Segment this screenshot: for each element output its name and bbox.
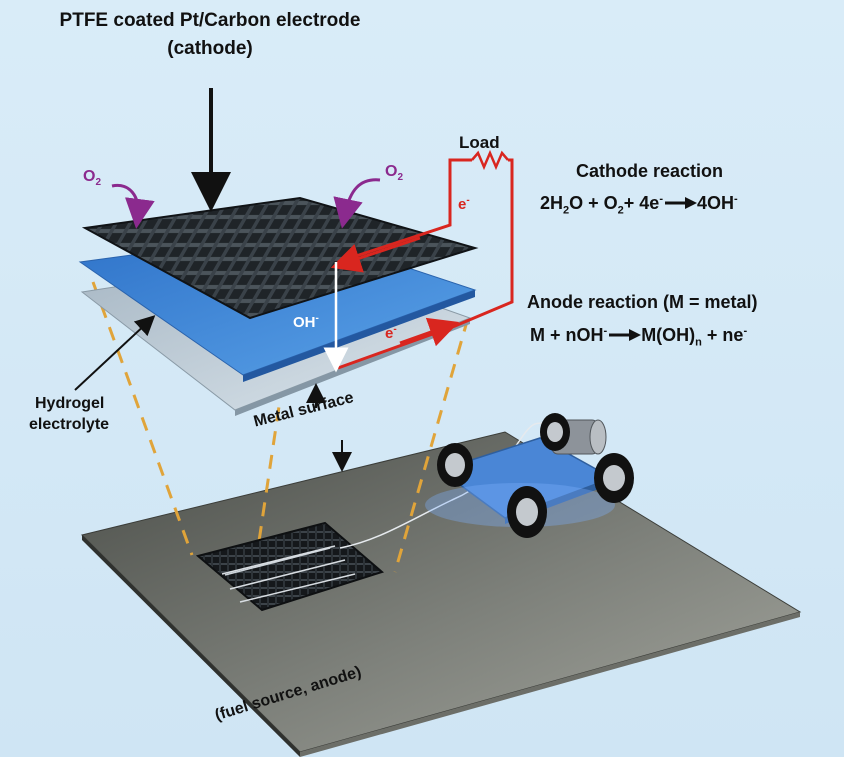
hydrogel-label-line-1: Hydrogel (35, 395, 105, 412)
metal-base-plate (81, 431, 802, 753)
cathode-reaction-arrow (663, 193, 697, 214)
anode-reaction-title: Anode reaction (M = metal) (527, 292, 758, 312)
car-wheel-front-right (594, 453, 634, 503)
o2-left-arrow (111, 183, 155, 229)
electron-top-label: e- (458, 195, 470, 213)
load-resistor (471, 149, 509, 171)
hydrogel-layer-edge (243, 290, 475, 382)
hydrogel-pointer (74, 315, 156, 391)
anode-reaction-arrow (607, 325, 642, 346)
o2-left-label: O2 (83, 168, 102, 189)
hydroxide-label: OH- (293, 313, 319, 331)
car-wheel-rear-left (437, 443, 473, 487)
projection-lines (91, 264, 470, 573)
car-wheel-rear-right (540, 413, 570, 451)
electron-bottom-label: e- (385, 324, 397, 342)
circuit-wire-return (337, 158, 514, 370)
o2-right-arrow (333, 178, 381, 229)
electron-arrow-top (330, 236, 421, 273)
metal-base-plate-edge-right (300, 612, 800, 757)
cathode-reaction-equation: 2H2O + O2+ 4e-4OH- (540, 193, 738, 217)
o2-right-label: O2 (385, 163, 404, 184)
anode-reaction-equation: M + nOH-M(OH)n + ne- (530, 325, 748, 349)
electron-arrow-bottom (399, 317, 460, 347)
load-label: Load (459, 133, 500, 152)
hydrogel-label-line-2: electrolyte (29, 416, 110, 433)
circuit-wire (337, 158, 472, 264)
title-line-2: (cathode) (167, 38, 253, 59)
mini-cell (195, 521, 385, 612)
car-wheel-front-left (507, 486, 547, 538)
metal-base-plate-edge (82, 535, 300, 757)
cathode-reaction-title: Cathode reaction (576, 161, 724, 181)
title-line-1: PTFE coated Pt/Carbon electrode (59, 10, 361, 31)
mini-cell-wires (224, 547, 331, 576)
toy-car (425, 413, 634, 538)
